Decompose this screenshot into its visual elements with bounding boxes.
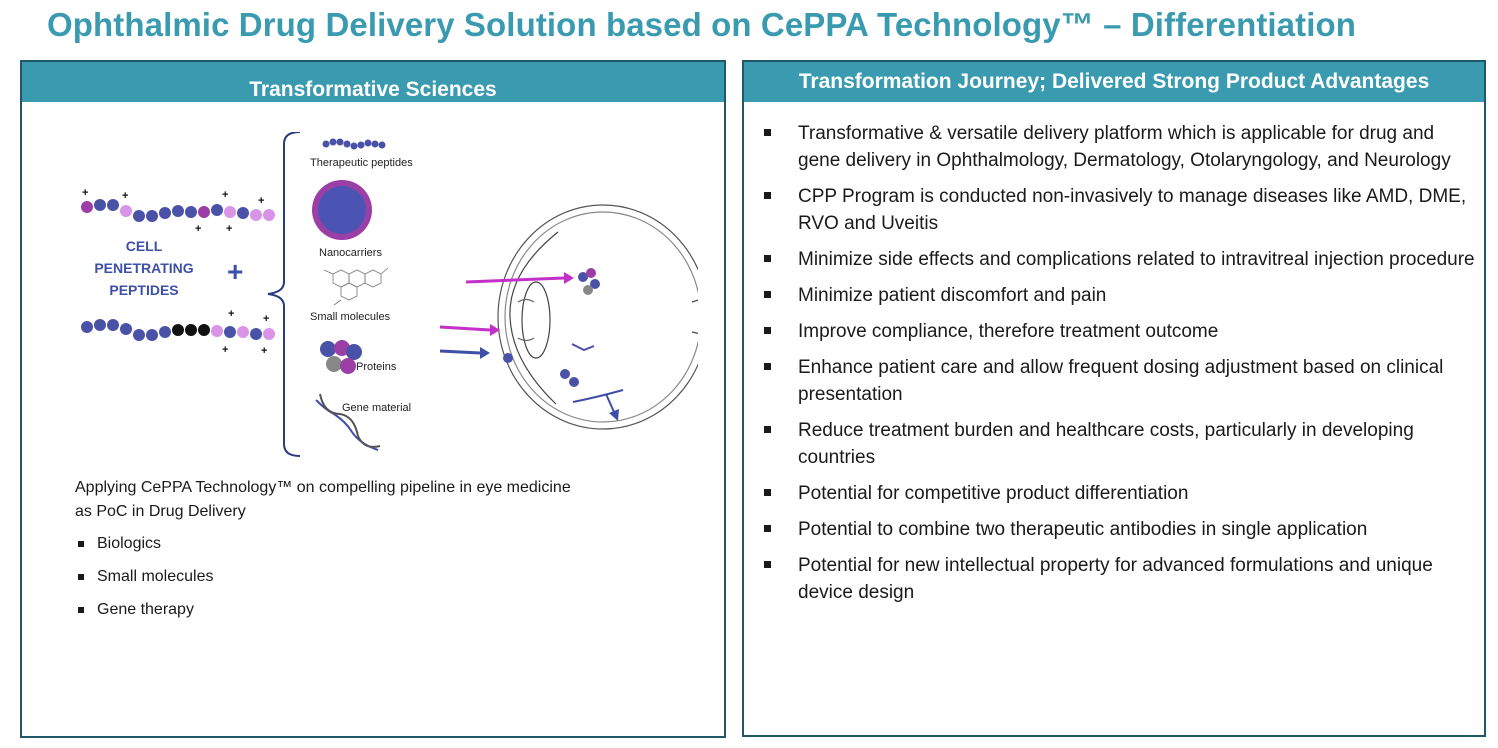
- list-item: Potential for new intellectual property …: [764, 552, 1476, 606]
- bullet-square-icon: [764, 291, 771, 298]
- bullet-square-icon: [78, 541, 84, 547]
- charges-bottom: + + + +: [222, 308, 269, 357]
- small-molecule-structure-icon: [323, 267, 389, 306]
- cpp-label-line-1: CELL: [126, 238, 163, 254]
- pipeline-intro-text: Applying CePPA Technology™ on compelling…: [75, 479, 571, 520]
- therapeutic-peptides-icon: [322, 138, 386, 150]
- bullet-square-icon: [764, 525, 771, 532]
- plus-sign: +: [227, 256, 243, 287]
- list-item: Improve compliance, therefore treatment …: [764, 318, 1476, 345]
- cargo-label-small-molecules: Small molecules: [310, 311, 391, 323]
- cpp-label-line-2: PENETRATING: [94, 260, 193, 276]
- bullet-square-icon: [764, 129, 771, 136]
- advantages-list: Transformative & versatile delivery plat…: [764, 120, 1476, 615]
- pipeline-list: Biologics Small molecules Gene therapy: [75, 530, 213, 629]
- charges-top: + + + + + +: [82, 187, 264, 235]
- list-item: Biologics: [75, 530, 213, 563]
- cpp-label: CELL PENETRATING PEPTIDES: [94, 238, 193, 298]
- cargo-label-nanocarriers: Nanocarriers: [319, 247, 382, 259]
- bullet-square-icon: [764, 192, 771, 199]
- list-item: Minimize patient discomfort and pain: [764, 282, 1476, 309]
- cargo-brace: [267, 132, 301, 457]
- right-panel-header: Transformation Journey; Delivered Strong…: [744, 62, 1484, 102]
- cargo-label-gene: Gene material: [342, 402, 411, 414]
- nanocarriers-icon: [312, 180, 372, 240]
- svg-text:+: +: [222, 189, 228, 201]
- page-title: Ophthalmic Drug Delivery Solution based …: [47, 6, 1357, 43]
- charge-sign: +: [82, 187, 88, 199]
- list-item: Potential to combine two therapeutic ant…: [764, 516, 1476, 543]
- bullet-square-icon: [78, 574, 84, 580]
- list-item: Transformative & versatile delivery plat…: [764, 120, 1476, 174]
- bullet-square-icon: [78, 607, 84, 613]
- dna-helix-icon: [315, 393, 381, 451]
- list-item: Small molecules: [75, 563, 213, 596]
- bullet-square-icon: [764, 561, 771, 568]
- peptide-chain-top: [81, 199, 275, 222]
- svg-text:+: +: [261, 345, 267, 357]
- bullet-square-icon: [764, 363, 771, 370]
- bullet-square-icon: [764, 255, 771, 262]
- list-item: Potential for competitive product differ…: [764, 480, 1476, 507]
- svg-text:+: +: [263, 313, 269, 325]
- list-item: CPP Program is conducted non-invasively …: [764, 183, 1476, 237]
- delivery-arrows: [439, 272, 619, 421]
- bullet-square-icon: [764, 327, 771, 334]
- cpp-label-line-3: PEPTIDES: [109, 282, 178, 298]
- svg-text:+: +: [258, 195, 264, 207]
- list-item: Enhance patient care and allow frequent …: [764, 354, 1476, 408]
- bullet-square-icon: [764, 489, 771, 496]
- transformative-sciences-panel: Transformative Sciences + + + + + +: [20, 60, 726, 738]
- eye-cross-section-diagram: [497, 204, 698, 430]
- svg-text:+: +: [222, 344, 228, 356]
- svg-text:+: +: [226, 223, 232, 235]
- product-advantages-panel: Transformation Journey; Delivered Strong…: [742, 60, 1486, 737]
- svg-text:+: +: [228, 308, 234, 320]
- svg-text:+: +: [195, 223, 201, 235]
- cargo-label-proteins: Proteins: [356, 361, 397, 373]
- eye-drug-particles: [503, 268, 624, 403]
- cpp-cargo-eye-illustration: + + + + + + CELL PENETRATING PEPTIDES +: [81, 132, 698, 457]
- bullet-square-icon: [764, 426, 771, 433]
- cargo-label-peptides: Therapeutic peptides: [310, 157, 413, 169]
- left-panel-header: Transformative Sciences: [22, 62, 724, 102]
- list-item: Reduce treatment burden and healthcare c…: [764, 417, 1476, 471]
- proteins-icon: [320, 340, 362, 374]
- peptide-chain-bottom: [81, 319, 275, 341]
- svg-text:+: +: [122, 190, 128, 202]
- list-item: Minimize side effects and complications …: [764, 246, 1476, 273]
- list-item: Gene therapy: [75, 596, 213, 629]
